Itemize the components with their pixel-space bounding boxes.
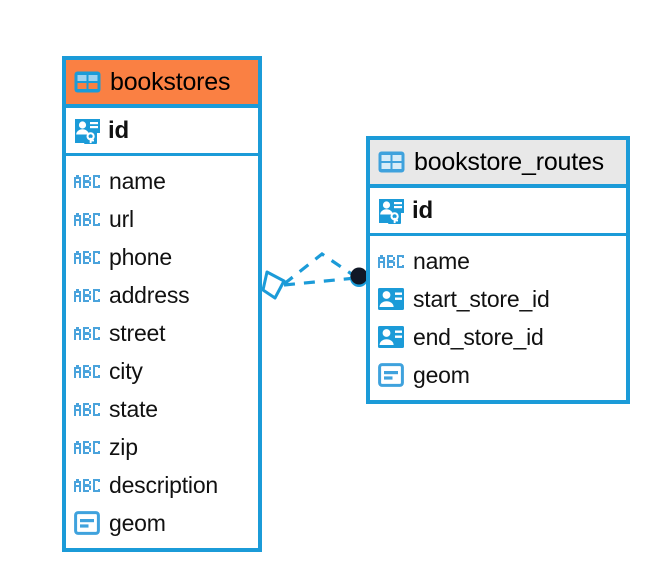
text-type-icon [74, 212, 100, 226]
field-label: geom [109, 509, 166, 536]
field-row[interactable]: geom [370, 356, 626, 394]
field-row[interactable]: geom [66, 504, 258, 542]
field-row[interactable]: description [66, 466, 258, 504]
field-row[interactable]: end_store_id [370, 318, 626, 356]
foreign-key-icon [378, 326, 404, 348]
geometry-type-icon [378, 363, 404, 387]
fields-bottom-spacer [370, 394, 626, 400]
entity-title: bookstores [110, 67, 231, 96]
geometry-type-icon [74, 511, 100, 535]
field-label: start_store_id [413, 285, 550, 312]
field-row[interactable]: zip [66, 428, 258, 466]
primary-key-row[interactable]: id [66, 108, 258, 156]
primary-key-row[interactable]: id [370, 188, 626, 236]
text-type-icon [378, 254, 404, 268]
field-label: name [413, 247, 470, 274]
entity-header: bookstore_routes [370, 140, 626, 188]
entity-table-bookstores[interactable]: bookstores id [62, 56, 262, 552]
field-label: state [109, 395, 158, 422]
fields-bottom-spacer [66, 542, 258, 548]
entity-title: bookstore_routes [414, 147, 604, 176]
primary-key-label: id [412, 196, 433, 224]
text-type-icon [74, 174, 100, 188]
field-label: geom [413, 361, 470, 388]
field-row[interactable]: address [66, 276, 258, 314]
field-label: address [109, 281, 190, 308]
table-icon [74, 71, 101, 93]
text-type-icon [74, 402, 100, 416]
field-row[interactable]: name [370, 242, 626, 280]
field-label: name [109, 167, 166, 194]
table-icon [378, 151, 405, 173]
field-label: phone [109, 243, 172, 270]
entity-header: bookstores [66, 60, 258, 108]
diamond-marker [261, 270, 286, 300]
relationship-line-upper [283, 252, 357, 286]
text-type-icon [74, 364, 100, 378]
text-type-icon [74, 288, 100, 302]
foreign-key-icon [378, 288, 404, 310]
field-label: zip [109, 433, 138, 460]
text-type-icon [74, 440, 100, 454]
field-row[interactable]: start_store_id [370, 280, 626, 318]
primary-key-icon [378, 198, 405, 224]
field-row[interactable]: url [66, 200, 258, 238]
field-label: street [109, 319, 166, 346]
primary-key-icon [74, 118, 101, 144]
field-row[interactable]: state [66, 390, 258, 428]
text-type-icon [74, 250, 100, 264]
text-type-icon [74, 478, 100, 492]
relationship-line-lower [283, 276, 357, 287]
field-row[interactable]: name [66, 162, 258, 200]
field-row[interactable]: street [66, 314, 258, 352]
field-label: city [109, 357, 143, 384]
field-row[interactable]: phone [66, 238, 258, 276]
entity-table-bookstore-routes[interactable]: bookstore_routes id [366, 136, 630, 404]
primary-key-label: id [108, 116, 129, 144]
field-label: end_store_id [413, 323, 544, 350]
field-row[interactable]: city [66, 352, 258, 390]
field-label: url [109, 205, 134, 232]
field-label: description [109, 471, 219, 498]
text-type-icon [74, 326, 100, 340]
